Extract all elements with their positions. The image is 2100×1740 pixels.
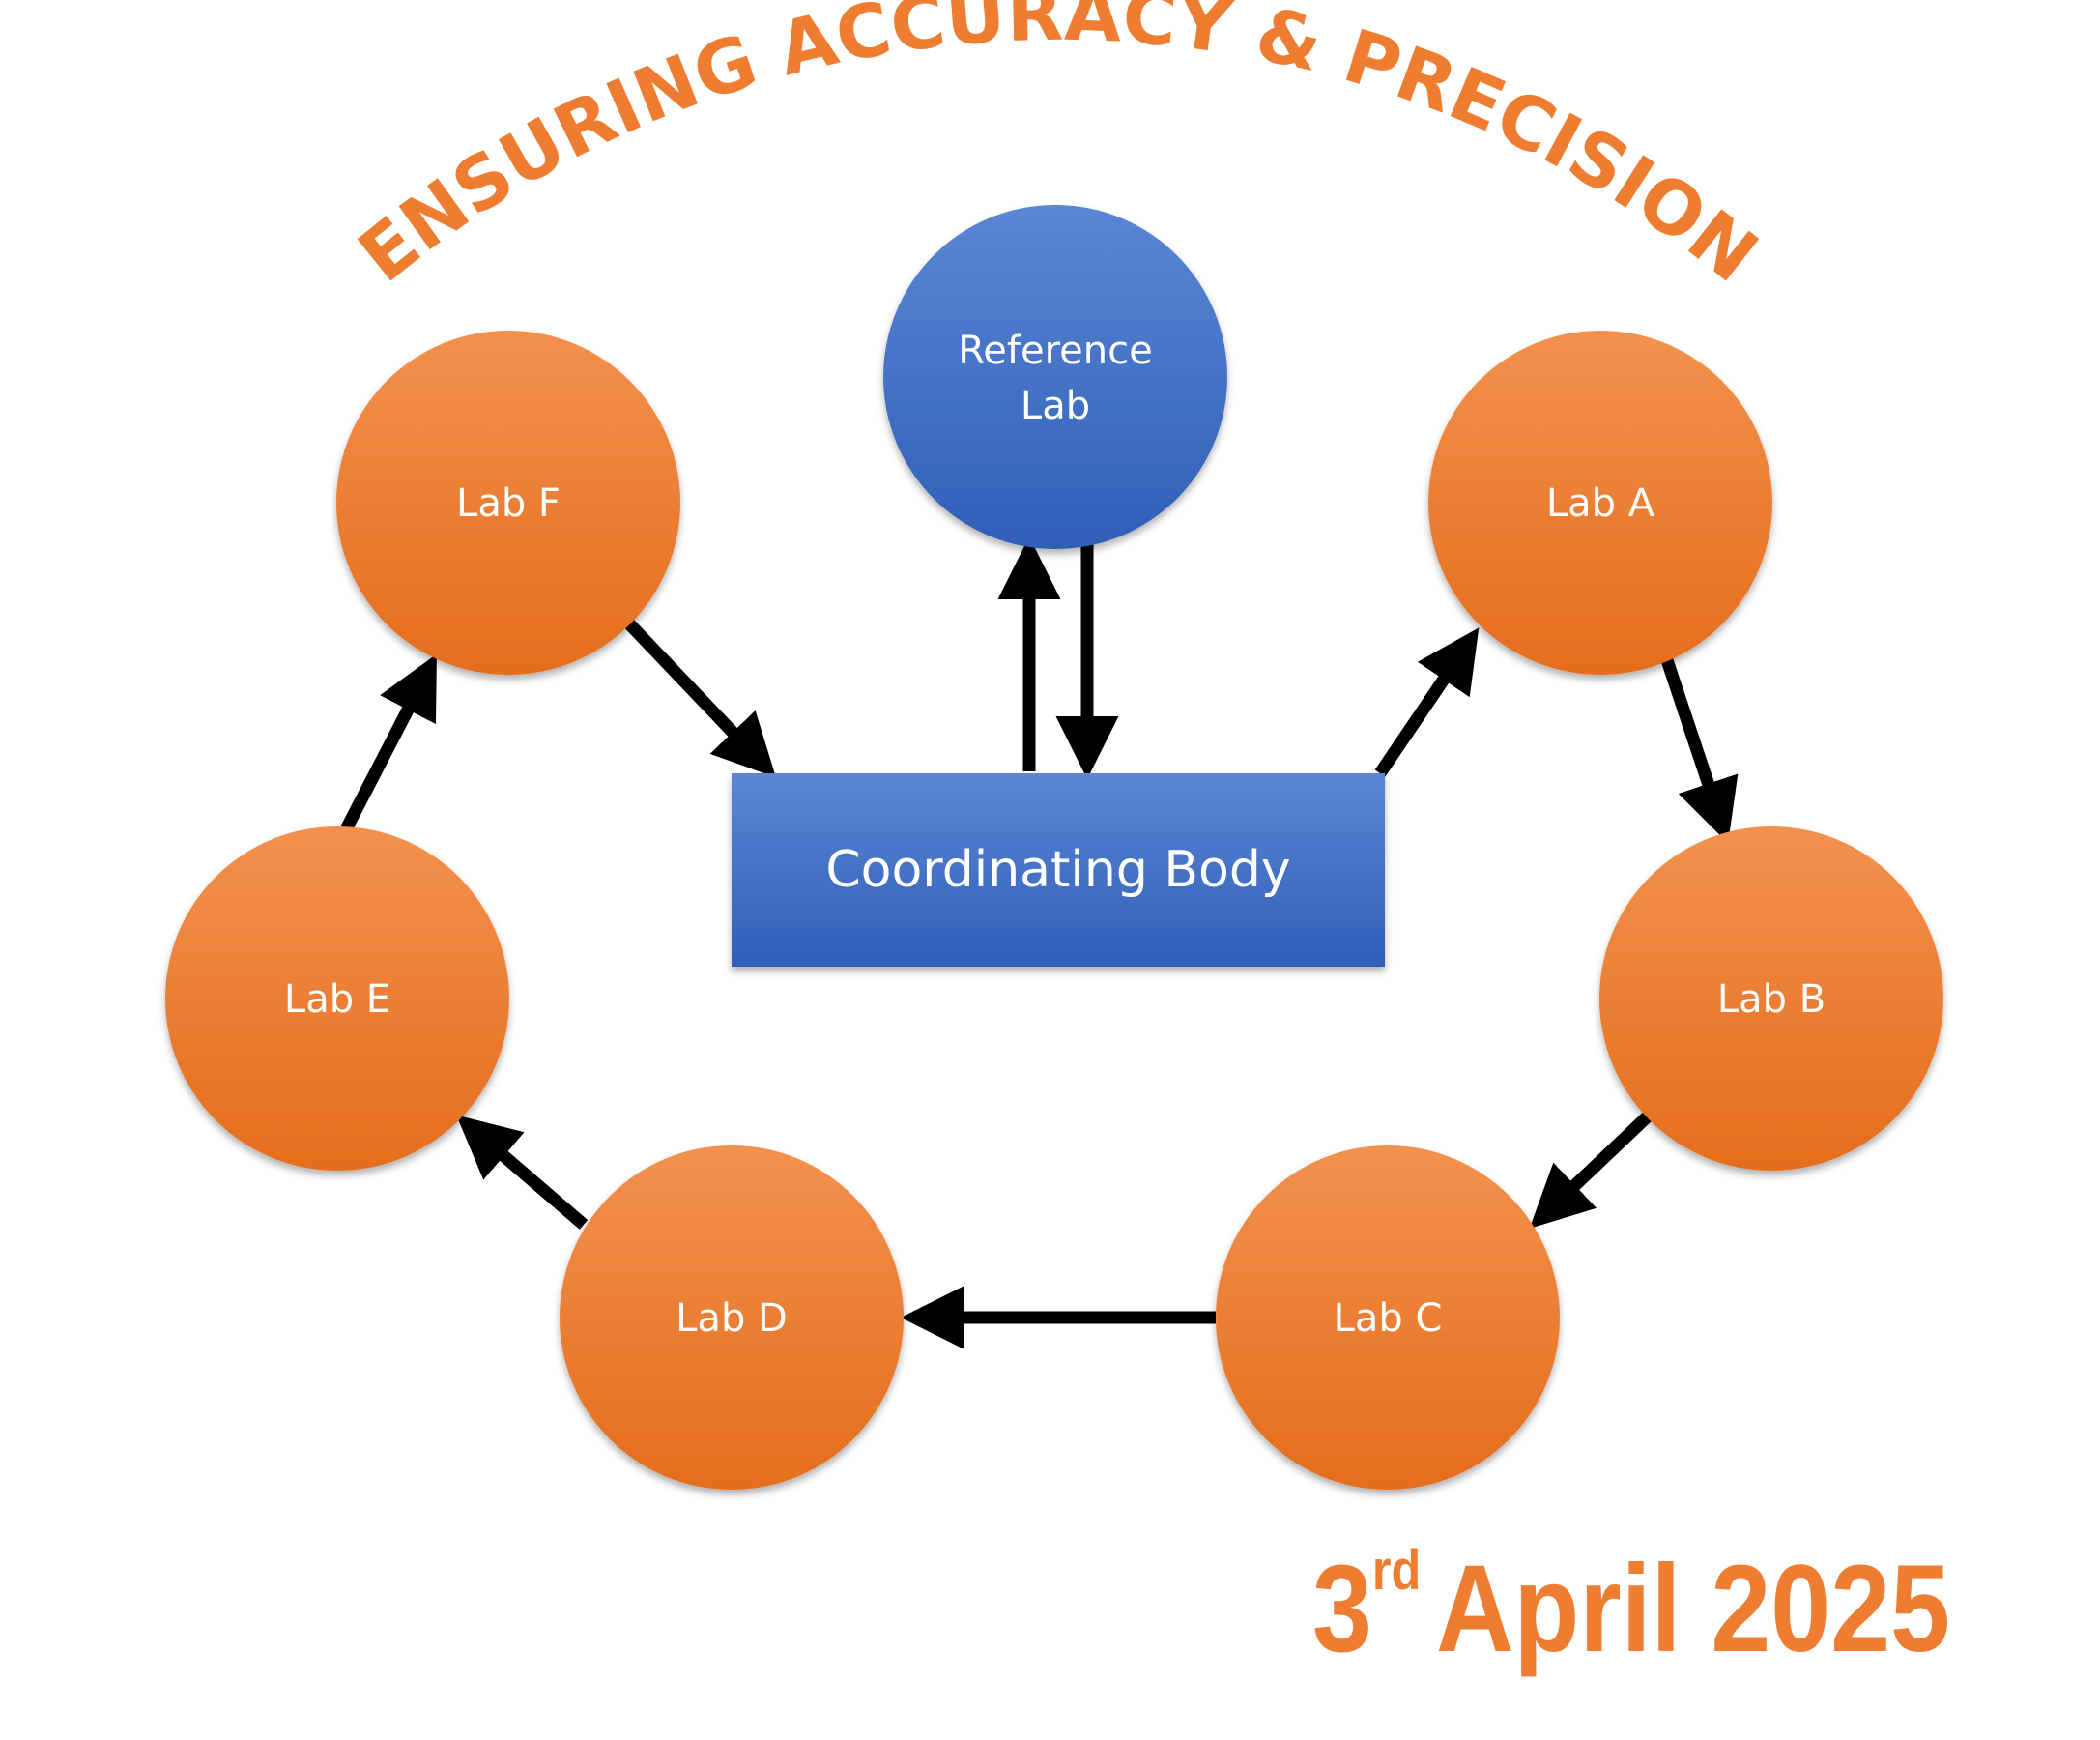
- lab-b-node: Lab B: [1599, 826, 1943, 1171]
- event-date: 3rdApril 2025: [1312, 1539, 1950, 1678]
- lab-c-circle: [1216, 1146, 1560, 1490]
- arrow-lab-b-to-lab-c: [1529, 1107, 1657, 1229]
- date-suffix: rd: [1372, 1539, 1421, 1602]
- lab-e-node: Lab E: [165, 826, 509, 1171]
- lab-b-label: Lab B: [1717, 977, 1826, 1022]
- arrow-lab-f-to-coordinating: [621, 616, 776, 778]
- arrows: [340, 536, 1739, 1349]
- coordinating-body-label: Coordinating Body: [825, 841, 1290, 899]
- date-month-year: April 2025: [1436, 1540, 1950, 1678]
- lab-b-circle: [1599, 826, 1943, 1171]
- lab-e-circle: [165, 826, 509, 1171]
- arrow-coordinating-to-lab-a: [1374, 627, 1480, 777]
- lab-a-node: Lab A: [1428, 331, 1772, 675]
- coordinating-body-node: Coordinating Body: [732, 773, 1385, 967]
- lab-e-label: Lab E: [284, 977, 390, 1022]
- arrow-lab-e-to-lab-f: [340, 653, 437, 832]
- date-day: 3: [1312, 1540, 1372, 1678]
- lab-a-label: Lab A: [1546, 481, 1655, 526]
- reference-lab-label-line2: Lab: [1021, 384, 1090, 428]
- arrow-lab-a-to-lab-b: [1659, 654, 1739, 844]
- lab-f-node: Lab F: [336, 331, 680, 675]
- arrow-lab-d-to-lab-e: [456, 1115, 589, 1230]
- lab-c-label: Lab C: [1334, 1296, 1443, 1341]
- lab-c-node: Lab C: [1216, 1146, 1560, 1490]
- lab-a-circle: [1428, 331, 1772, 675]
- lab-d-node: Lab D: [560, 1146, 904, 1490]
- lab-d-circle: [560, 1146, 904, 1490]
- reference-lab-node: Reference Lab: [883, 205, 1227, 549]
- lab-f-circle: [336, 331, 680, 675]
- coordinating-body-box: [732, 773, 1385, 967]
- lab-d-label: Lab D: [676, 1296, 788, 1341]
- reference-lab-circle: [883, 205, 1227, 549]
- reference-lab-label-line1: Reference: [958, 329, 1152, 373]
- lab-f-label: Lab F: [456, 481, 561, 526]
